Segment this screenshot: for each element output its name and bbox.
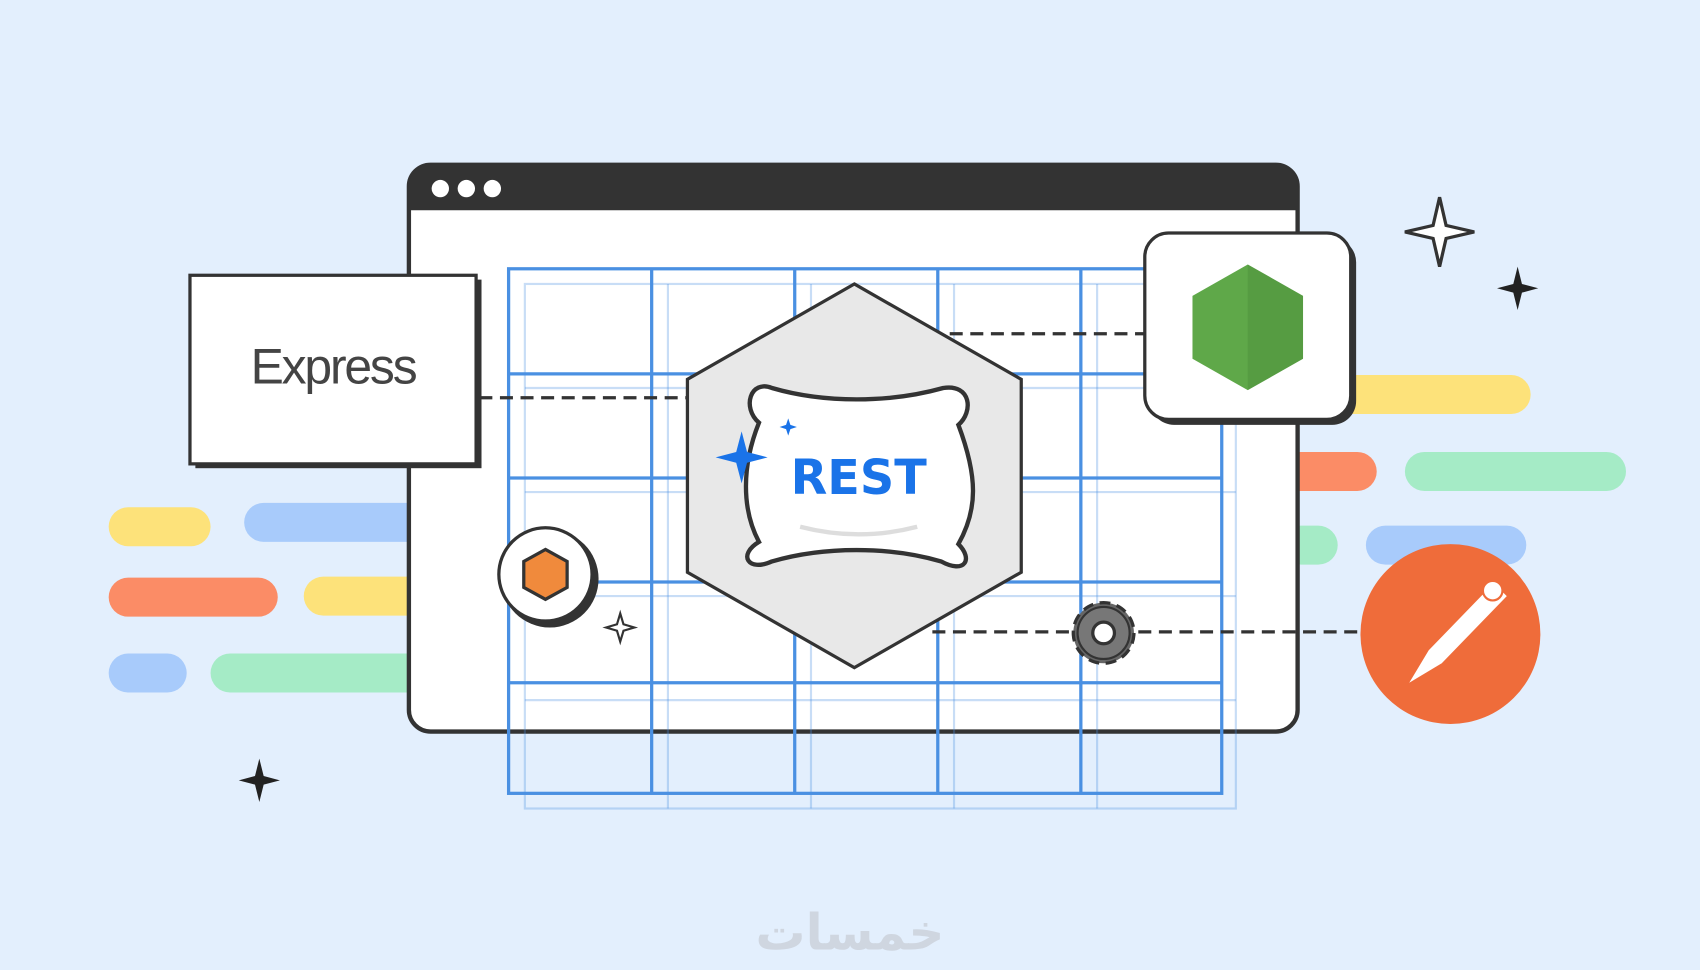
watermark: خمسات [756, 903, 945, 961]
star-icon [238, 758, 280, 803]
decorative-bars-left [108, 502, 449, 693]
pillow-icon [743, 384, 976, 569]
express-label: Express [251, 339, 417, 395]
sparkle-icon [779, 418, 797, 436]
hex-badge [497, 526, 599, 628]
sparkle-outline-icon [602, 609, 639, 646]
postman-logo [1360, 544, 1541, 724]
rest-hexagon: REST [685, 282, 1023, 670]
postman-rocket-icon [1409, 583, 1507, 683]
window-dot-icon [457, 179, 476, 198]
hexagon-icon [522, 547, 569, 602]
dashed-connectors [479, 332, 1362, 634]
star-icon [1497, 266, 1539, 310]
nodejs-card [1143, 231, 1357, 425]
gear-icon [1071, 600, 1136, 665]
sparkle-icon [715, 431, 768, 484]
sparkle-outline-icon [1404, 196, 1475, 267]
express-card: Express [188, 273, 482, 469]
window-dot-icon [431, 179, 449, 198]
rest-label: REST [791, 451, 928, 506]
window-dot-icon [483, 179, 502, 198]
